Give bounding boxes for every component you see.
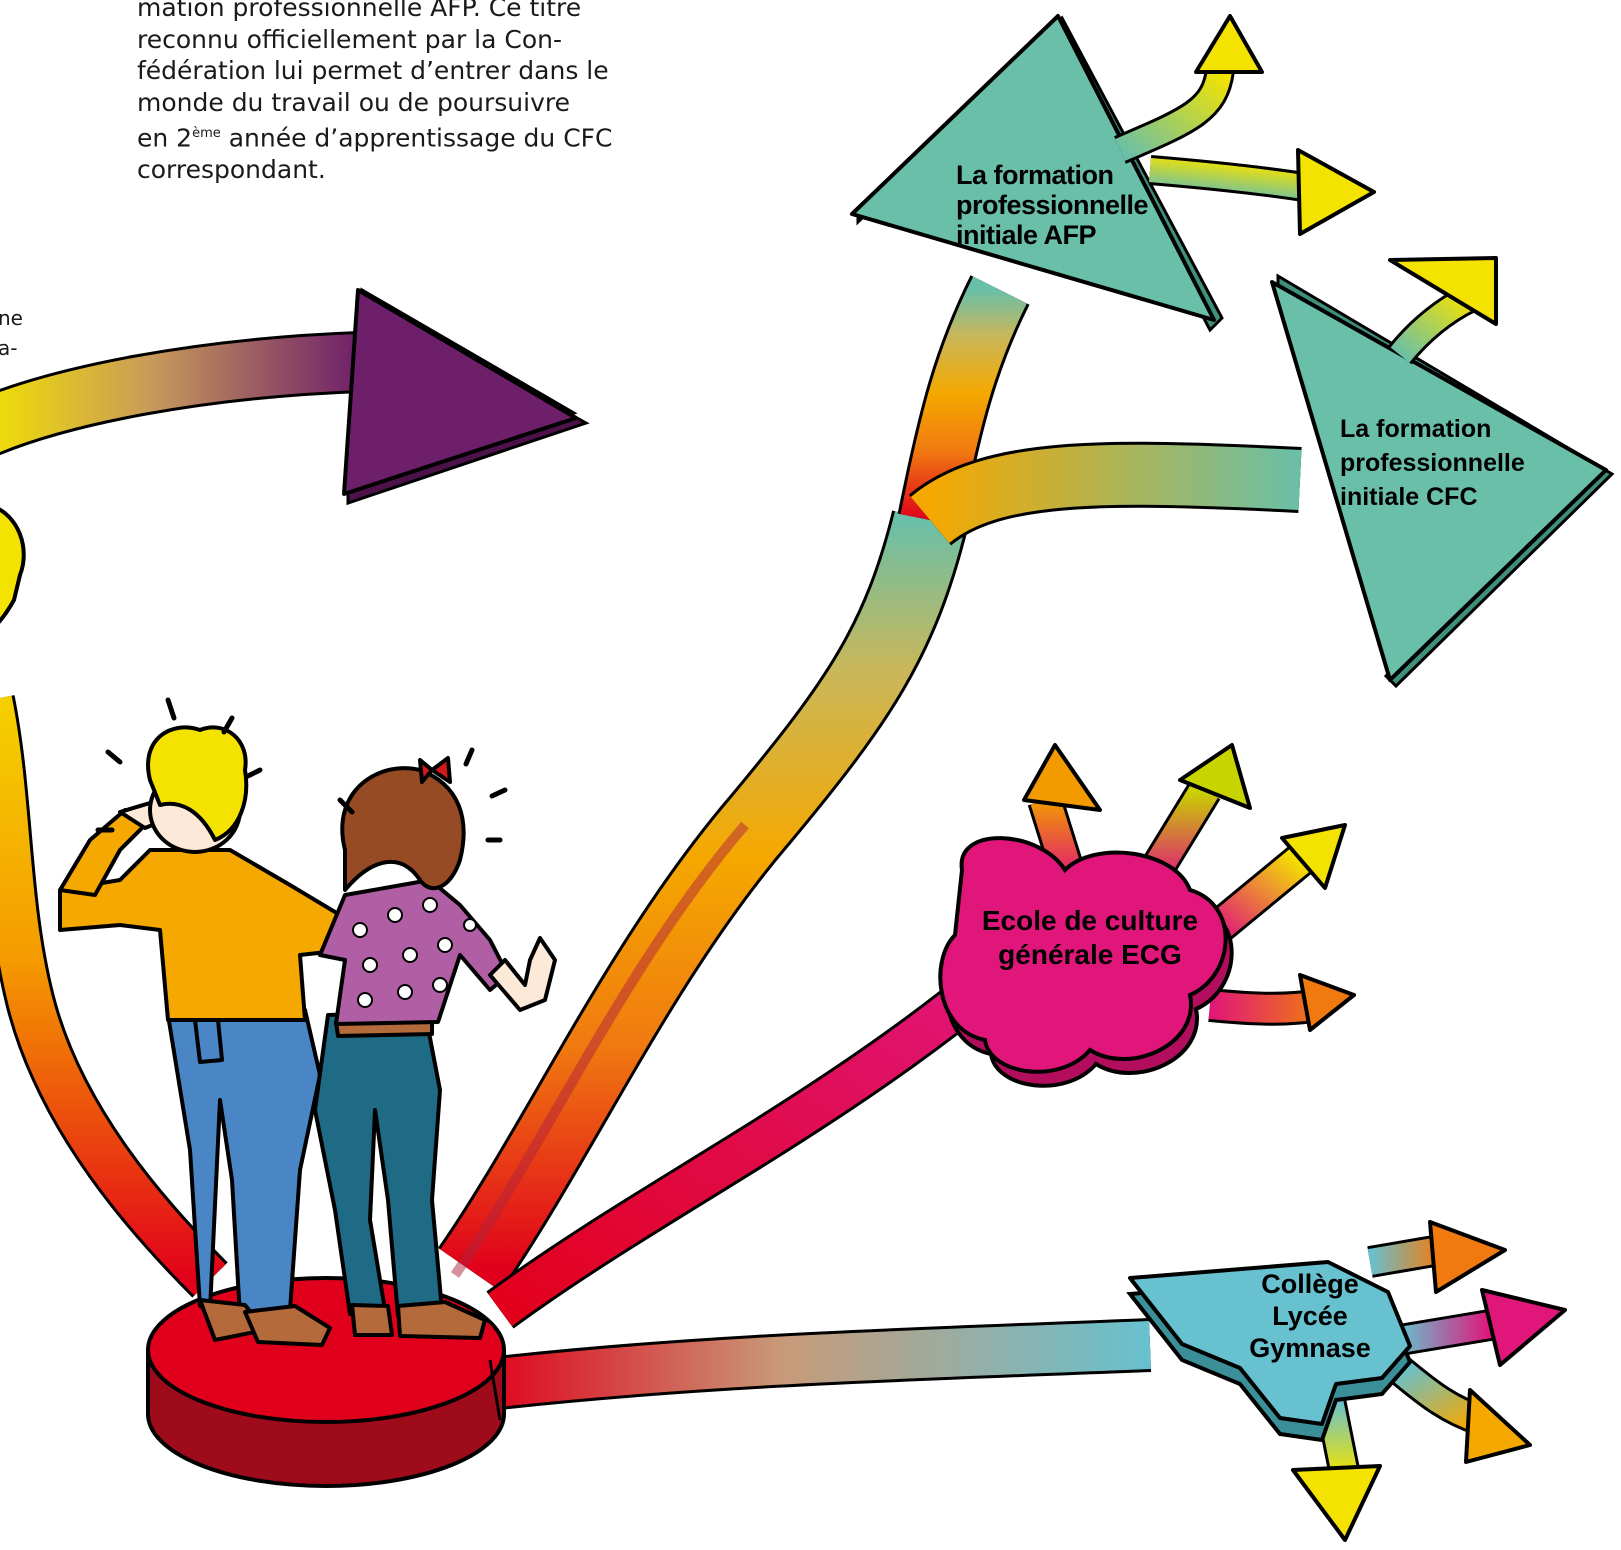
college-box <box>1126 1220 1567 1542</box>
girl-hair <box>340 766 466 892</box>
afp-label-line: La formation <box>956 160 1114 190</box>
afp-label: La formation professionnelle initiale AF… <box>956 160 1149 250</box>
boy-jeans <box>166 1008 322 1318</box>
afp-arrow-up-head <box>1194 14 1264 74</box>
intro-line5-sup: ème <box>192 126 221 141</box>
girl-jeans <box>313 1010 444 1318</box>
intro-line: mation professionnelle AFP. Ce titre <box>137 0 582 22</box>
cfc-label-line: initiale CFC <box>1340 483 1478 511</box>
ecg-label: Ecole de culture générale ECG <box>960 904 1220 972</box>
ecg-blob <box>938 836 1228 1074</box>
cfc-box <box>1270 256 1615 689</box>
intro-line: reconnu officiellement par la Con- <box>137 24 563 54</box>
intro-line: monde du travail ou de poursuivre <box>137 87 570 117</box>
college-label: Collège Lycée Gymnase <box>1230 1268 1390 1364</box>
purple-arrow-head <box>342 288 578 496</box>
purple-route <box>0 287 590 506</box>
girl-arm <box>488 936 557 1012</box>
intro-line: en 2ème année d’apprentissage du CFC <box>137 118 637 154</box>
cut-line: a- <box>0 336 18 360</box>
afp-label-line: initiale AFP <box>956 220 1097 250</box>
intro-line: fédération lui permet d’entrer dans le <box>137 56 609 85</box>
yellow-disc-edge <box>0 507 26 624</box>
boy-hair <box>146 725 249 842</box>
boy-figure <box>58 725 347 1347</box>
intro-line: correspondant. <box>137 154 326 184</box>
ecg-box <box>938 743 1356 1088</box>
cut-line: ne <box>0 306 23 330</box>
intro-line5-prefix: en 2 <box>137 123 193 153</box>
cfc-label: La formation professionnelle initiale CF… <box>1340 412 1525 514</box>
girl-shoe-left <box>350 1303 394 1337</box>
cut-off-text: ne a- <box>0 303 23 363</box>
afp-label-line: professionnelle <box>956 190 1149 220</box>
girl-bow <box>418 756 452 784</box>
boy-shoe-right <box>243 1304 332 1347</box>
ecg-label-line: Ecole de culture <box>981 905 1199 936</box>
girl-shoe-right <box>396 1300 487 1340</box>
cfc-arrow-head <box>1388 256 1498 326</box>
blouse-dots <box>352 897 477 1008</box>
college-label-line: Gymnase <box>1249 1333 1371 1363</box>
surprise-lines <box>95 697 508 843</box>
college-label-line: Collège <box>1261 1269 1359 1299</box>
college-shape <box>1128 1260 1412 1426</box>
intro-line5-suffix: année d’apprentissage du CFC <box>220 123 613 153</box>
cfc-label-line: La formation <box>1340 415 1492 443</box>
ecg-label-line: générale ECG <box>998 939 1182 970</box>
afp-box <box>850 14 1376 333</box>
main-trunk <box>437 510 968 1293</box>
afp-arrow-right-head <box>1296 148 1376 236</box>
college-label-line: Lycée <box>1272 1301 1348 1331</box>
intro-paragraph: mation professionnelle AFP. Ce titre rec… <box>137 0 637 185</box>
cfc-label-line: professionnelle <box>1340 449 1525 477</box>
